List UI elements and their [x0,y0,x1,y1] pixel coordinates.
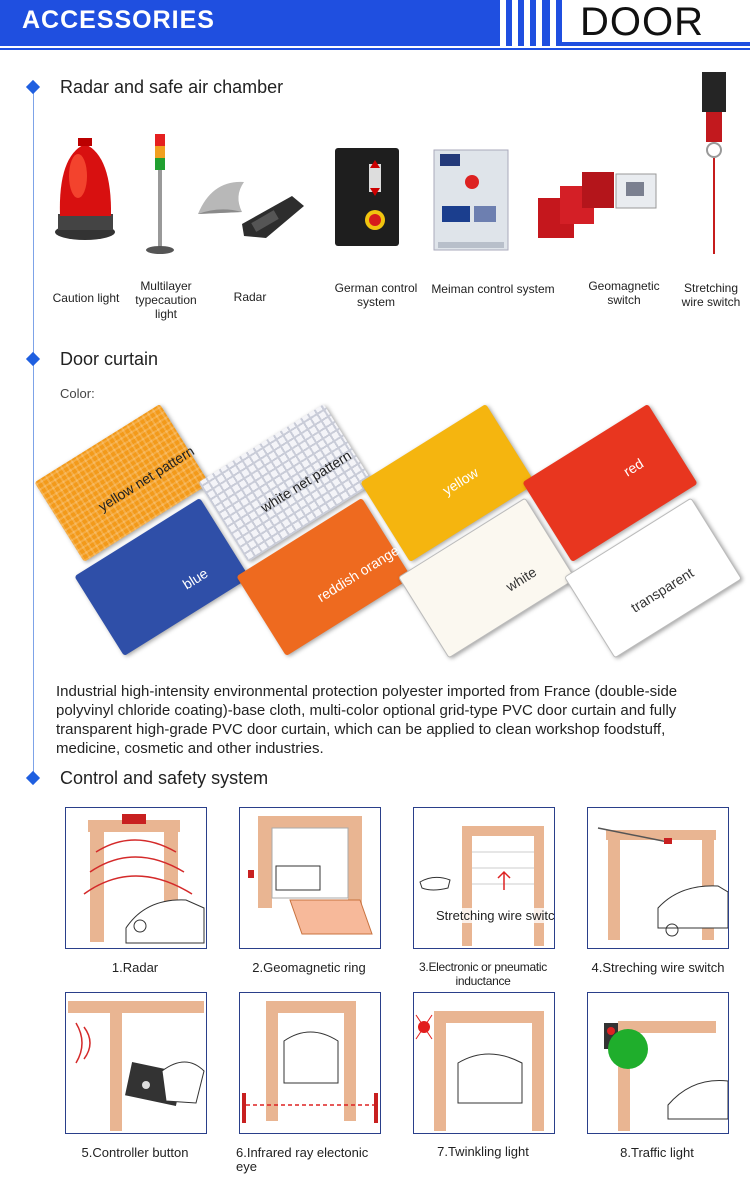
control-caption: 2.Geomagnetic ring [252,960,366,975]
control-panel-inductance: Stretching wire switch [413,807,555,949]
accessory-caption: Stretching wire switch [681,281,741,309]
accessory-caption: German control system [334,281,418,309]
header-stripe [518,0,524,46]
control-panel-stretching-wire [587,807,729,949]
section-title-door-curtain: Door curtain [60,349,159,369]
control-panel-traffic-light [587,992,729,1134]
section-bullet-icon [25,351,41,367]
header-title-accessories: ACCESSORIES [22,6,215,34]
control-panel-controller-button [65,992,207,1134]
accessory-caption: Geomagnetic switch [588,279,660,307]
accessory-caption: Meiman control system [431,282,555,296]
radar-sensor-image [198,181,304,238]
header-door-box: DOOR [562,0,750,44]
control-caption: 8.Traffic light [620,1145,694,1160]
header-stripe [506,0,512,46]
section-title-control: Control and safety system [60,768,269,788]
control-caption: 5.Controller button [81,1145,189,1160]
control-caption: 1.Radar [111,960,159,975]
section-title-radar: Radar and safe air chamber [60,77,284,97]
section-bullet-icon [25,79,41,95]
section-guide-line [33,90,34,780]
control-panel-radar [65,807,207,949]
control-caption: 4.Streching wire switch [591,960,725,975]
accessory-caption: Multilayer typecaution light [135,279,197,321]
geomagnetic-switch-image [538,172,657,238]
control-panel-twinkling-light [413,992,555,1134]
header-title-door: DOOR [580,0,704,44]
header-banner-left: ACCESSORIES [0,0,500,46]
meiman-control-box-image [433,149,509,251]
control-caption: 6.Infrared ray electonic eye [236,1145,369,1174]
accessory-caption: Caution light [52,291,120,305]
header-underline [0,48,750,50]
header-stripe [542,0,550,46]
accessory-caption: Radar [233,290,267,304]
header-stripe [530,0,536,46]
section-bullet-icon [25,770,41,786]
german-control-box-image [335,148,399,246]
control-caption: 7.Twinkling light [437,1144,529,1159]
caution-light-image [55,138,115,240]
control-caption: 3.Electronic or pneumatic inductance [419,960,547,988]
panel-overlay-label: Stretching wire switch [436,908,555,923]
multilayer-light-image [146,134,174,254]
stretching-wire-switch-image [702,72,726,254]
color-label: Color: [60,386,95,401]
curtain-description: Industrial high-intensity environmental … [56,683,678,757]
control-panel-geomagnetic [239,807,381,949]
control-panel-infrared [239,992,381,1134]
